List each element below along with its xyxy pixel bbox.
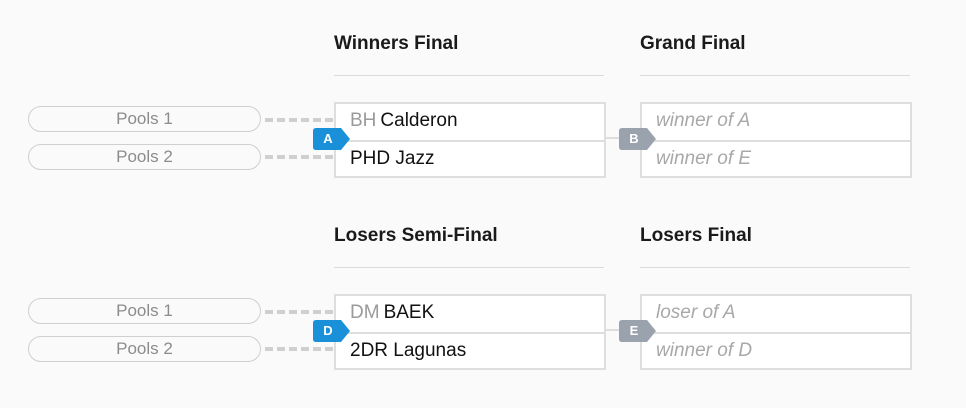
match-b: winner of A winner of E — [640, 102, 912, 178]
team-tag: DM — [350, 302, 380, 323]
slot-placeholder: winner of D — [656, 340, 753, 361]
match-b-slot-bottom[interactable]: winner of E — [642, 140, 910, 176]
match-d-slot-bottom[interactable]: 2DR Lagunas — [336, 332, 604, 368]
match-e-slot-bottom[interactable]: winner of D — [642, 332, 910, 368]
match-a-slot-bottom[interactable]: PHD Jazz — [336, 140, 604, 176]
match-badge-letter: E — [629, 323, 639, 338]
round-divider — [640, 75, 910, 76]
pool-pill-lower-1[interactable]: Pools 1 — [28, 298, 261, 324]
team-name: Calderon — [380, 110, 458, 131]
pool-pill-lower-2[interactable]: Pools 2 — [28, 336, 261, 362]
round-divider — [334, 267, 604, 268]
slot-placeholder: winner of E — [656, 148, 752, 169]
match-badge-letter: D — [323, 323, 333, 338]
match-e-slot-top[interactable]: loser of A — [642, 296, 910, 330]
team-name: PHD Jazz — [350, 148, 435, 169]
match-badge-a[interactable]: A — [313, 128, 351, 150]
team-name: BAEK — [383, 302, 435, 323]
slot-placeholder: loser of A — [656, 302, 736, 323]
match-badge-b[interactable]: B — [619, 128, 657, 150]
match-e: loser of A winner of D — [640, 294, 912, 370]
pool-connector — [265, 310, 333, 314]
pool-connector — [265, 155, 333, 159]
match-b-slot-top[interactable]: winner of A — [642, 104, 910, 138]
round-title-grand-final: Grand Final — [640, 33, 746, 54]
pool-connector — [265, 347, 333, 351]
round-title-losers-semi-final: Losers Semi-Final — [334, 225, 498, 246]
pool-pill-upper-1[interactable]: Pools 1 — [28, 106, 261, 132]
round-divider — [334, 75, 604, 76]
slot-placeholder: winner of A — [656, 110, 751, 131]
team-name: 2DR Lagunas — [350, 340, 467, 361]
round-divider — [640, 267, 910, 268]
pool-pill-upper-2[interactable]: Pools 2 — [28, 144, 261, 170]
team-tag: BH — [350, 110, 377, 131]
round-title-losers-final: Losers Final — [640, 225, 752, 246]
match-badge-e[interactable]: E — [619, 320, 657, 342]
match-badge-letter: A — [323, 131, 333, 146]
match-badge-letter: B — [629, 131, 639, 146]
match-badge-d[interactable]: D — [313, 320, 351, 342]
pool-connector — [265, 118, 333, 122]
round-title-winners-final: Winners Final — [334, 33, 459, 54]
